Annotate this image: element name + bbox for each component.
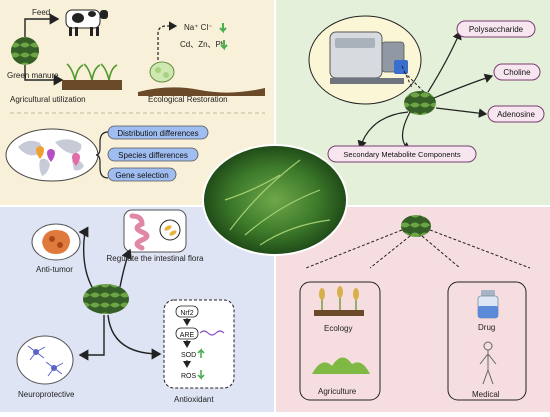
tumor-icon: [42, 230, 70, 254]
ions-label: Na⁺ Cl⁻: [184, 23, 212, 32]
plant-photo-pharma: [83, 284, 129, 314]
component-polysaccharide: Polysaccharide: [456, 20, 536, 38]
pill-species-label: Species differences: [118, 151, 188, 160]
soil-strip: [62, 80, 122, 90]
central-plant-leaves: [224, 159, 331, 246]
wheat-field-icon: [314, 286, 364, 316]
green-manure-text: Green manure: [7, 71, 59, 80]
agricultural-utilization-label: Agricultural utilization: [10, 95, 86, 104]
antioxidant-label: Antioxidant: [174, 395, 214, 404]
human-body-icon: [479, 341, 497, 385]
sod-label: SOD: [181, 352, 196, 359]
map-bracket: [95, 131, 109, 179]
map-pills: Distribution differences Species differe…: [107, 125, 209, 182]
soil-mound: [138, 87, 265, 96]
lc-ms-instrument-icon: [329, 31, 408, 84]
central-plant-photo: [202, 144, 348, 256]
metals-label: Cd、Zn、Pb: [180, 40, 226, 49]
are-node: ARE: [175, 327, 199, 340]
plant-photo-application: [401, 215, 431, 237]
secondary-metabolites-box: Secondary Metabolite Components: [327, 145, 477, 163]
antioxidant-box: [163, 299, 235, 389]
drug-label: Drug: [478, 323, 495, 332]
intestine-icon: [129, 213, 150, 251]
nrf2-node: Nrf2: [175, 305, 199, 318]
pill-distribution: [107, 125, 209, 140]
flora-label: Regulate the intestinal flora: [107, 254, 205, 263]
secondary-metabolites-label: Secondary Metabolite Components: [343, 150, 460, 159]
component-choline-label: Choline: [503, 68, 531, 77]
pill-distribution-label: Distribution differences: [117, 129, 198, 138]
feed-label: Feed: [32, 8, 50, 17]
component-adenosine-label: Adenosine: [497, 110, 535, 119]
plant-photo-small: [11, 37, 39, 65]
ros-decrease-arrow: [197, 370, 205, 380]
agriculture-label: Agriculture: [318, 387, 357, 396]
pill-species: [107, 147, 199, 162]
nrf2-label: Nrf2: [180, 310, 193, 317]
ecology-agriculture-box: [299, 281, 381, 401]
sod-increase-arrow: [197, 348, 205, 358]
drug-medical-box: [447, 281, 527, 401]
anti-tumor-label: Anti-tumor: [36, 265, 73, 274]
component-polysaccharide-label: Polysaccharide: [469, 25, 524, 34]
map-pin-orange-icon: [36, 146, 44, 159]
ros-label: ROS: [181, 373, 197, 380]
hills-icon: [312, 357, 370, 374]
pill-gene: [107, 167, 177, 182]
flora-label-text: Regulate the intestinal flora: [107, 254, 205, 263]
neuroprotective-label: Neuroprotective: [18, 390, 75, 399]
metals-decrease-arrow: [220, 40, 228, 51]
green-manure-label: Green manure: [7, 71, 59, 80]
plant-photo-medium: [404, 91, 436, 115]
plant-roots-circle: [149, 61, 175, 83]
neuron-circle: [16, 335, 74, 385]
neuron-icon: [27, 345, 64, 377]
map-pin-purple-icon: [47, 149, 55, 162]
dna-wave-icon: [199, 330, 225, 336]
bacteria-circle: [159, 219, 181, 241]
component-adenosine: Adenosine: [487, 105, 545, 123]
seedlings-icon: [66, 63, 118, 81]
ecological-restoration-label: Ecological Restoration: [148, 95, 228, 104]
drug-vial-icon: [477, 290, 499, 319]
component-choline: Choline: [493, 63, 541, 81]
pill-gene-label: Gene selection: [115, 171, 168, 180]
ecology-label: Ecology: [324, 324, 352, 333]
continents-icon: [18, 139, 84, 176]
ions-decrease-arrow: [219, 23, 227, 34]
medical-label: Medical: [472, 390, 500, 399]
are-label: ARE: [180, 332, 195, 339]
map-pin-pink-icon: [72, 153, 80, 166]
cow-icon: [65, 9, 108, 36]
